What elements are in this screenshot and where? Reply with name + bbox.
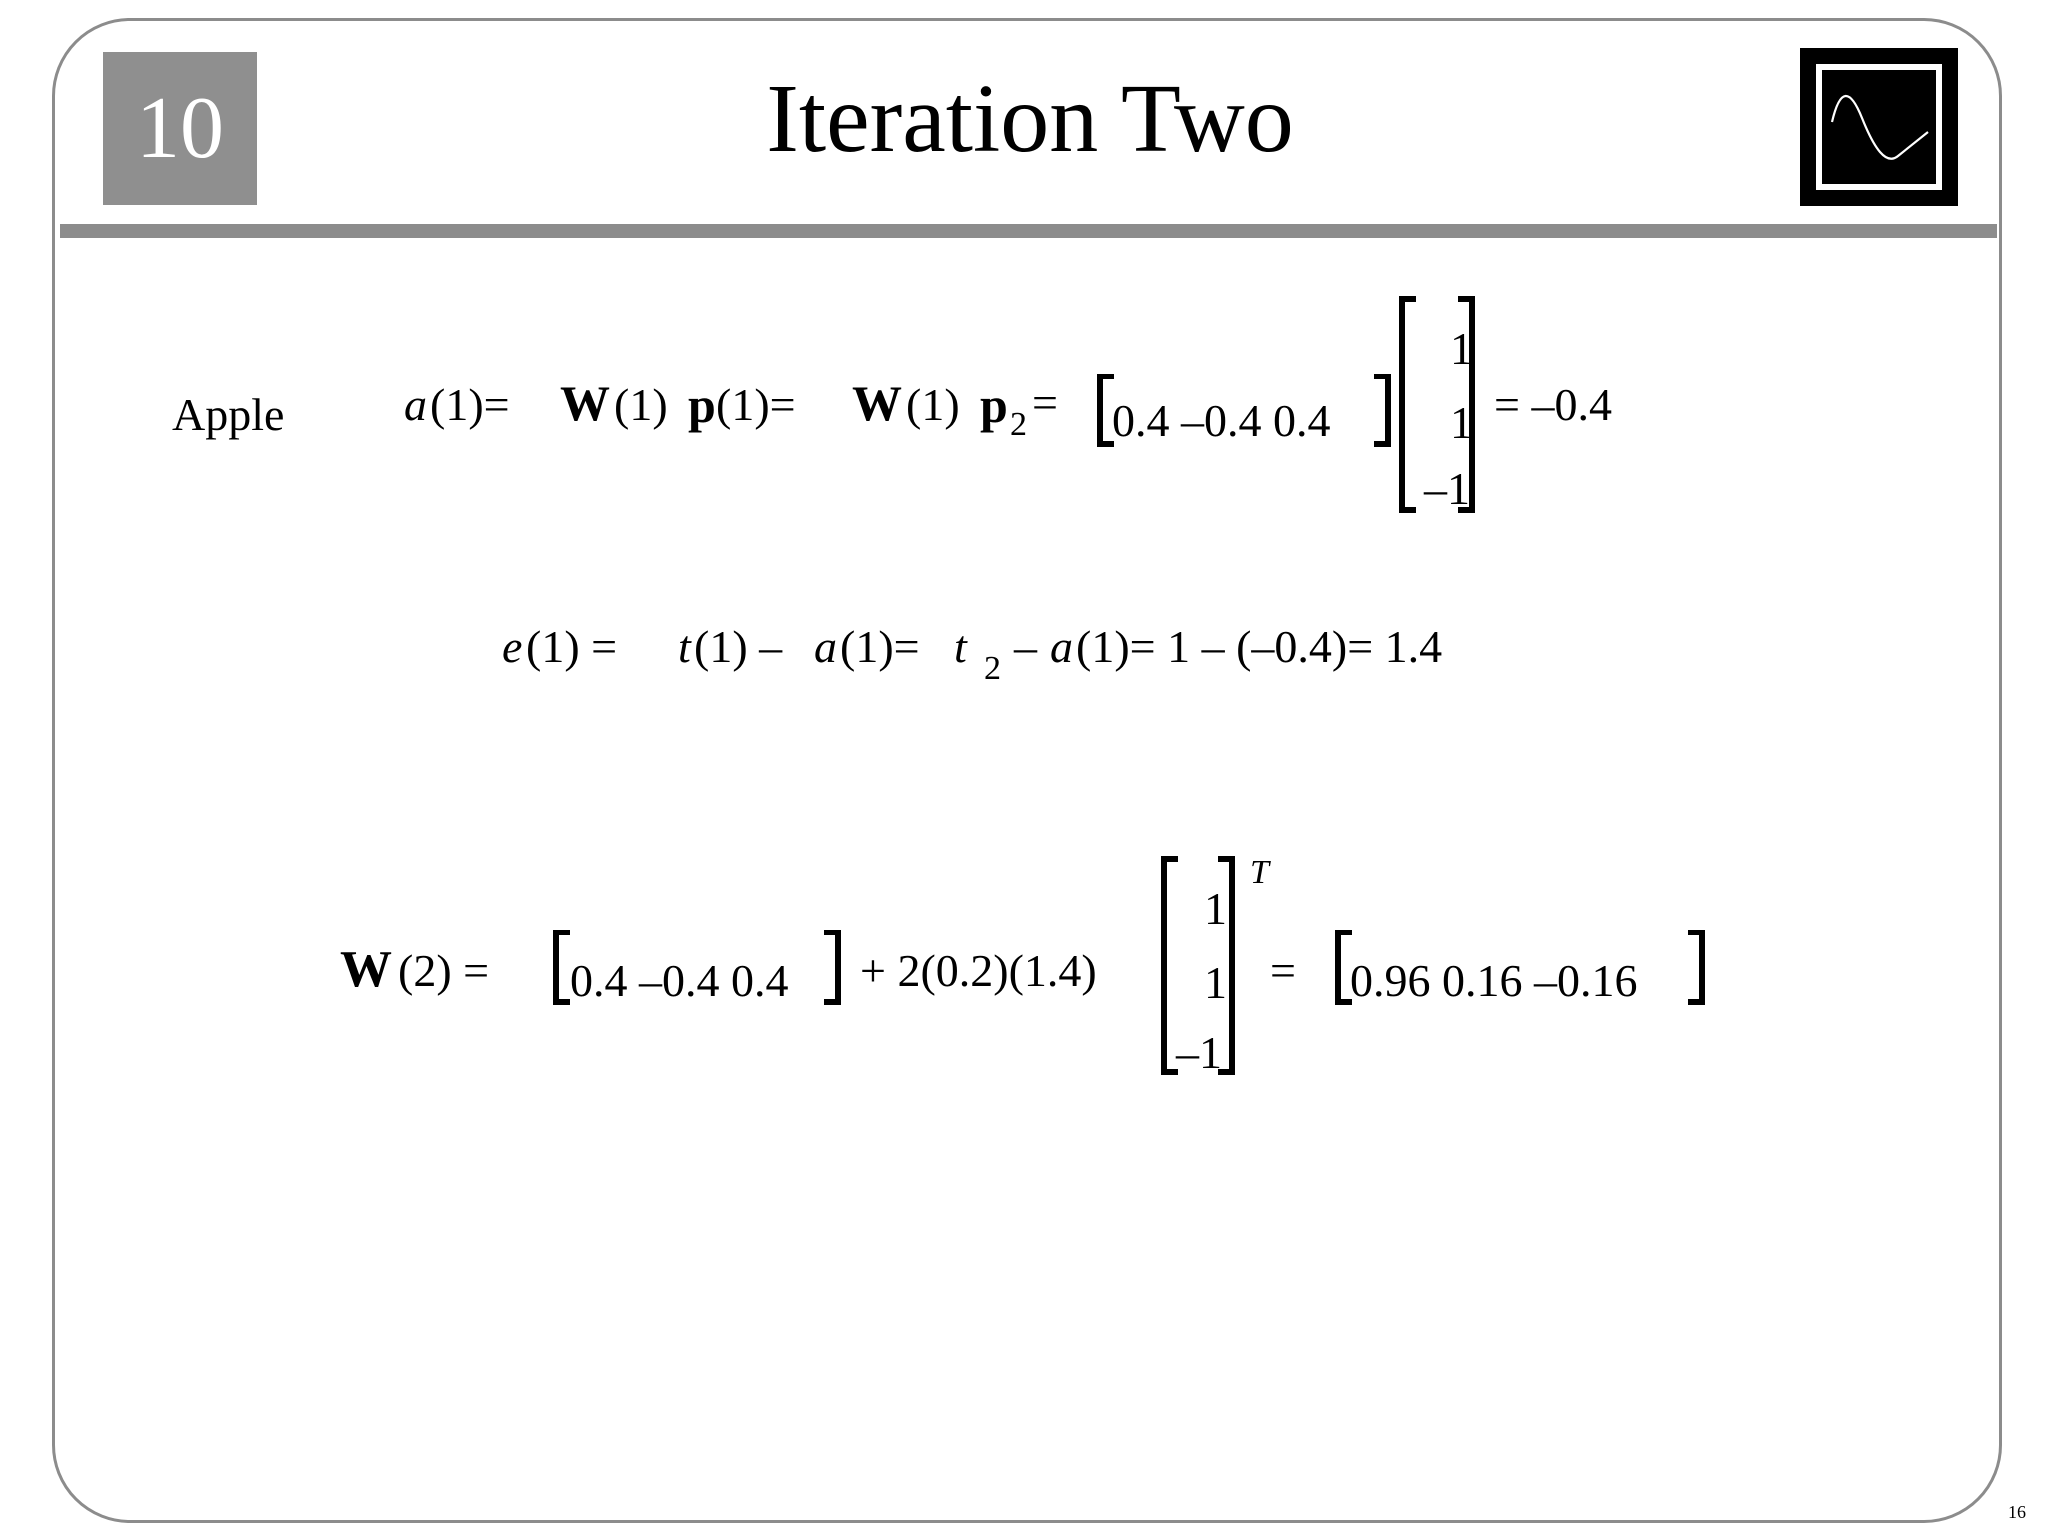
output-result: = –0.4 [1494,379,1612,430]
slide-frame [52,18,2002,1523]
page-number: 16 [2008,1502,2026,1522]
input-label: Apple [172,389,285,440]
chapter-number: 10 [136,80,224,177]
column-bracket [1158,856,1240,1076]
sine-wave-icon [1800,48,1958,206]
transpose-mark: T [1250,854,1269,891]
column-bracket [1396,296,1480,514]
weight-row: 0.4 –0.4 0.4 [1112,395,1331,446]
row-bracket [1094,374,1394,448]
updated-weights: 0.96 0.16 –0.16 [1350,955,1638,1006]
title-rule [60,224,1997,238]
chapter-number-badge: 10 [103,52,257,205]
result-bracket [1332,930,1708,1006]
row-bracket [550,930,844,1006]
slide-title: Iteration Two [766,65,1294,173]
